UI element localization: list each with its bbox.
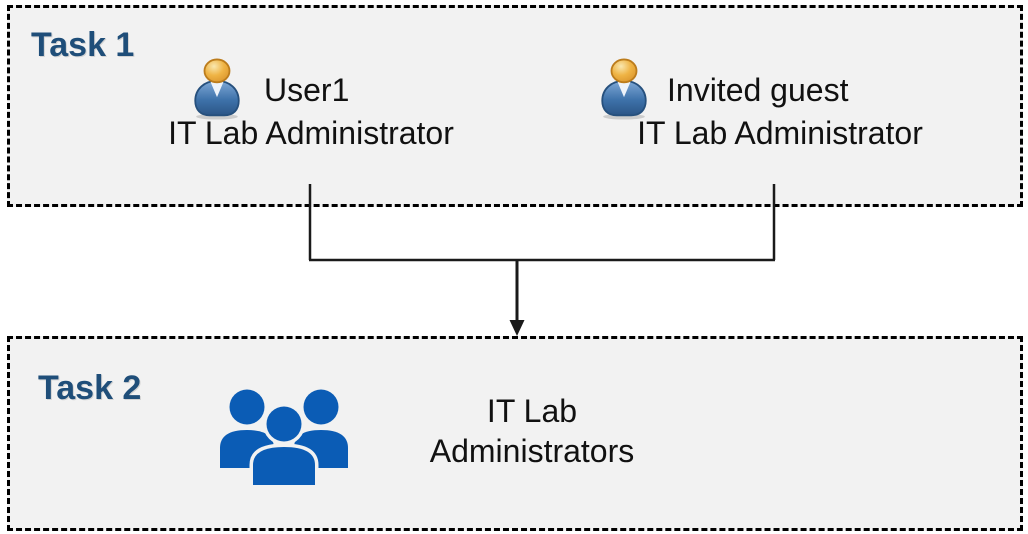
member-name: User1 — [264, 72, 350, 108]
person-icon — [601, 58, 647, 120]
task2-label: Task 2 — [38, 369, 142, 407]
task1-box: Task 1 User1 IT Lab Administrator Invite… — [7, 5, 1023, 207]
member-role: IT Lab Administrator — [168, 115, 454, 151]
people-group-icon — [220, 389, 348, 489]
task1-label: Task 1 — [31, 26, 135, 64]
member-role: IT Lab Administrator — [637, 115, 923, 151]
person-icon — [194, 58, 240, 120]
group-name: IT Lab Administrators — [429, 393, 635, 469]
member-name: Invited guest — [667, 72, 849, 108]
task2-box: Task 2 IT Lab Administrators — [7, 336, 1023, 531]
